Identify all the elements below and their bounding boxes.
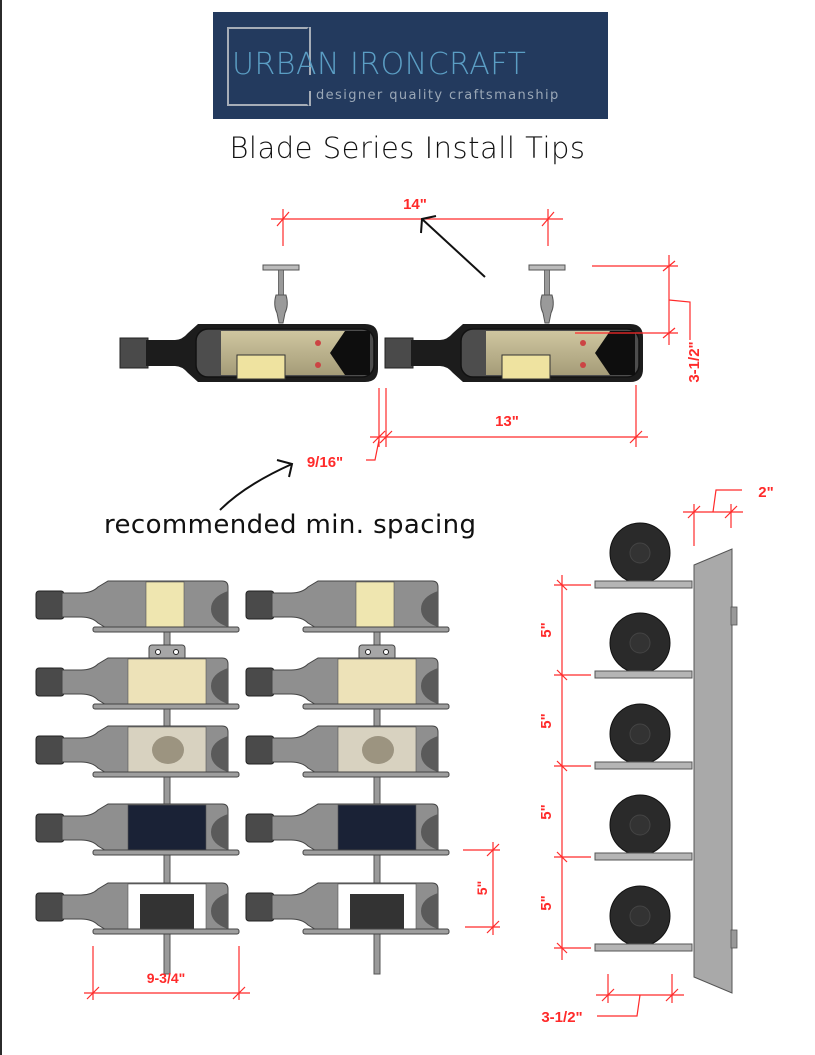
arrow-icon — [420, 215, 486, 278]
brand-name: URBAN IRONCRAFT — [232, 47, 527, 82]
top-bottle-left — [119, 323, 379, 383]
logo-frame-edge — [309, 91, 311, 106]
top-view — [119, 209, 691, 511]
side-bottle — [594, 522, 693, 589]
bottle-label — [145, 581, 185, 629]
brand-logo: URBAN IRONCRAFT designer quality craftsm… — [213, 12, 608, 119]
dim-label-bottle-length: 13" — [495, 413, 519, 430]
dim-label-blade-depth: 3-1/2" — [541, 1009, 582, 1026]
bottle-label — [127, 804, 207, 852]
front-bottle — [245, 803, 450, 856]
side-bottle — [594, 794, 693, 861]
blade-shelf — [92, 771, 240, 778]
front-view — [35, 580, 450, 975]
dim-label-row-spacing: 5" — [474, 881, 490, 895]
dim-line-bottle-length — [366, 385, 648, 461]
bottle-label — [337, 658, 417, 706]
blade-shelf — [302, 849, 450, 856]
label-art — [362, 736, 394, 764]
front-bottle — [35, 882, 240, 935]
screw-hole-icon — [155, 649, 161, 655]
logo-frame — [227, 27, 309, 106]
dim-label-blade-offset: 2" — [758, 484, 773, 501]
dim-label-side-spacing-2: 5" — [538, 713, 555, 728]
dim-line-row-spacing — [463, 842, 500, 935]
blade-shelf — [302, 928, 450, 935]
blade-shelf — [302, 771, 450, 778]
blade-shelf — [302, 626, 450, 633]
label-art — [350, 894, 404, 930]
front-bottle — [245, 657, 450, 710]
blade-tab — [730, 606, 738, 626]
wall-mount-left — [262, 264, 300, 324]
dim-label-side-spacing-3: 5" — [538, 804, 555, 819]
blade-tab — [730, 929, 738, 949]
page-title: Blade Series Install Tips — [229, 131, 586, 165]
page-edge — [0, 0, 2, 1055]
dim-line-blade-offset — [683, 489, 743, 546]
brand-tagline: designer quality craftsmanship — [316, 88, 560, 103]
front-bottle — [35, 657, 240, 710]
screw-hole-icon — [365, 649, 371, 655]
front-bottle — [35, 725, 240, 778]
dim-label-side-spacing-1: 5" — [538, 622, 555, 637]
bottle-label — [355, 581, 395, 629]
screw-hole-icon — [173, 649, 179, 655]
dim-label-bottle-gap: 9/16" — [307, 454, 343, 471]
bottle-icon — [35, 580, 229, 630]
label-art — [152, 736, 184, 764]
dim-line-side-spacing — [554, 575, 591, 960]
dim-label-post-spacing: 14" — [403, 196, 427, 213]
blade-panel — [693, 548, 733, 994]
side-bottle — [594, 612, 693, 679]
dim-label-shelf-width: 9-3/4" — [147, 970, 186, 986]
blade-shelf — [92, 928, 240, 935]
blade-shelf — [302, 703, 450, 710]
bottle-label — [337, 804, 417, 852]
blade-shelf — [92, 703, 240, 710]
dim-line-blade-depth — [596, 974, 684, 1017]
side-bottle — [594, 885, 693, 952]
side-bottle — [594, 703, 693, 770]
blade-shelf — [92, 626, 240, 633]
label-art — [140, 894, 194, 930]
front-bottle — [35, 580, 240, 633]
front-bottle — [35, 803, 240, 856]
arrow-icon — [219, 459, 294, 511]
blade-shelf — [92, 849, 240, 856]
spacing-note: recommended min. spacing — [104, 510, 477, 540]
logo-frame-edge — [309, 27, 311, 75]
dim-label-bracket-height: 3-1/2" — [686, 341, 703, 382]
dim-line-bracket-height — [575, 255, 691, 345]
dim-label-side-spacing-4: 5" — [538, 895, 555, 910]
bottle-icon — [245, 580, 439, 630]
screw-hole-icon — [383, 649, 389, 655]
dim-line-post-spacing — [271, 209, 563, 246]
dim-line-shelf-width — [84, 946, 250, 1000]
front-bottle — [245, 580, 450, 633]
side-view — [554, 489, 743, 1017]
front-bottle — [245, 725, 450, 778]
bottle-label — [127, 658, 207, 706]
front-bottle — [245, 882, 450, 935]
wall-mount-right — [528, 264, 566, 324]
